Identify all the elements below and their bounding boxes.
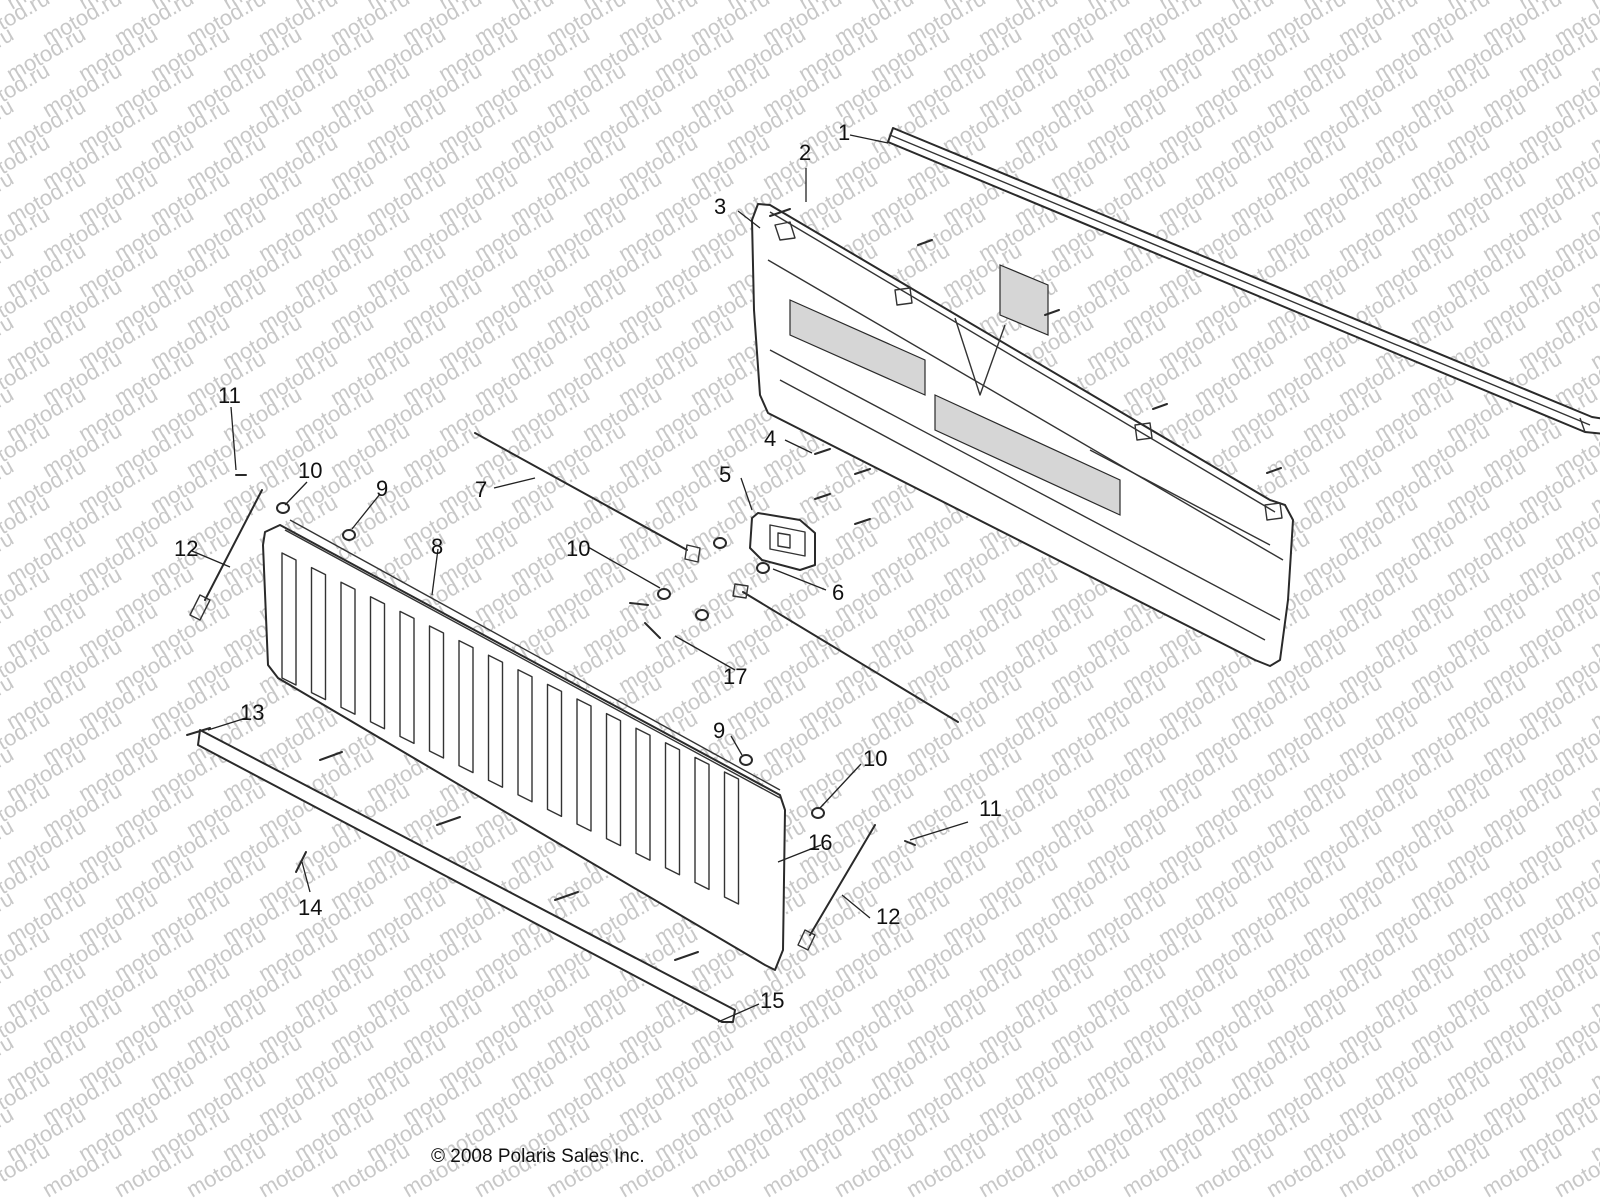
- callout-15: 15: [760, 988, 784, 1013]
- callout-2: 2: [799, 140, 811, 165]
- callout-6: 6: [832, 580, 844, 605]
- callout-9-top: 9: [376, 476, 388, 501]
- callout-3: 3: [714, 194, 726, 219]
- callout-14: 14: [298, 895, 322, 920]
- callout-10-center: 10: [566, 536, 590, 561]
- copyright-text: © 2008 Polaris Sales Inc.: [431, 1146, 645, 1167]
- callout-11-left: 11: [218, 383, 241, 408]
- callout-1: 1: [838, 120, 850, 145]
- callout-11-right: 11: [979, 796, 1002, 821]
- callout-4: 4: [764, 426, 776, 451]
- callout-8: 8: [431, 534, 443, 559]
- callout-12-left: 12: [174, 536, 198, 561]
- callout-5: 5: [719, 462, 731, 487]
- callout-7: 7: [475, 477, 487, 502]
- callout-12-right: 12: [876, 904, 900, 929]
- callout-9-bottom: 9: [713, 718, 725, 743]
- callout-17: 17: [723, 664, 747, 689]
- callout-13: 13: [240, 700, 264, 725]
- callout-10-right: 10: [863, 746, 887, 771]
- callout-10-left: 10: [298, 458, 322, 483]
- callout-16: 16: [808, 830, 832, 855]
